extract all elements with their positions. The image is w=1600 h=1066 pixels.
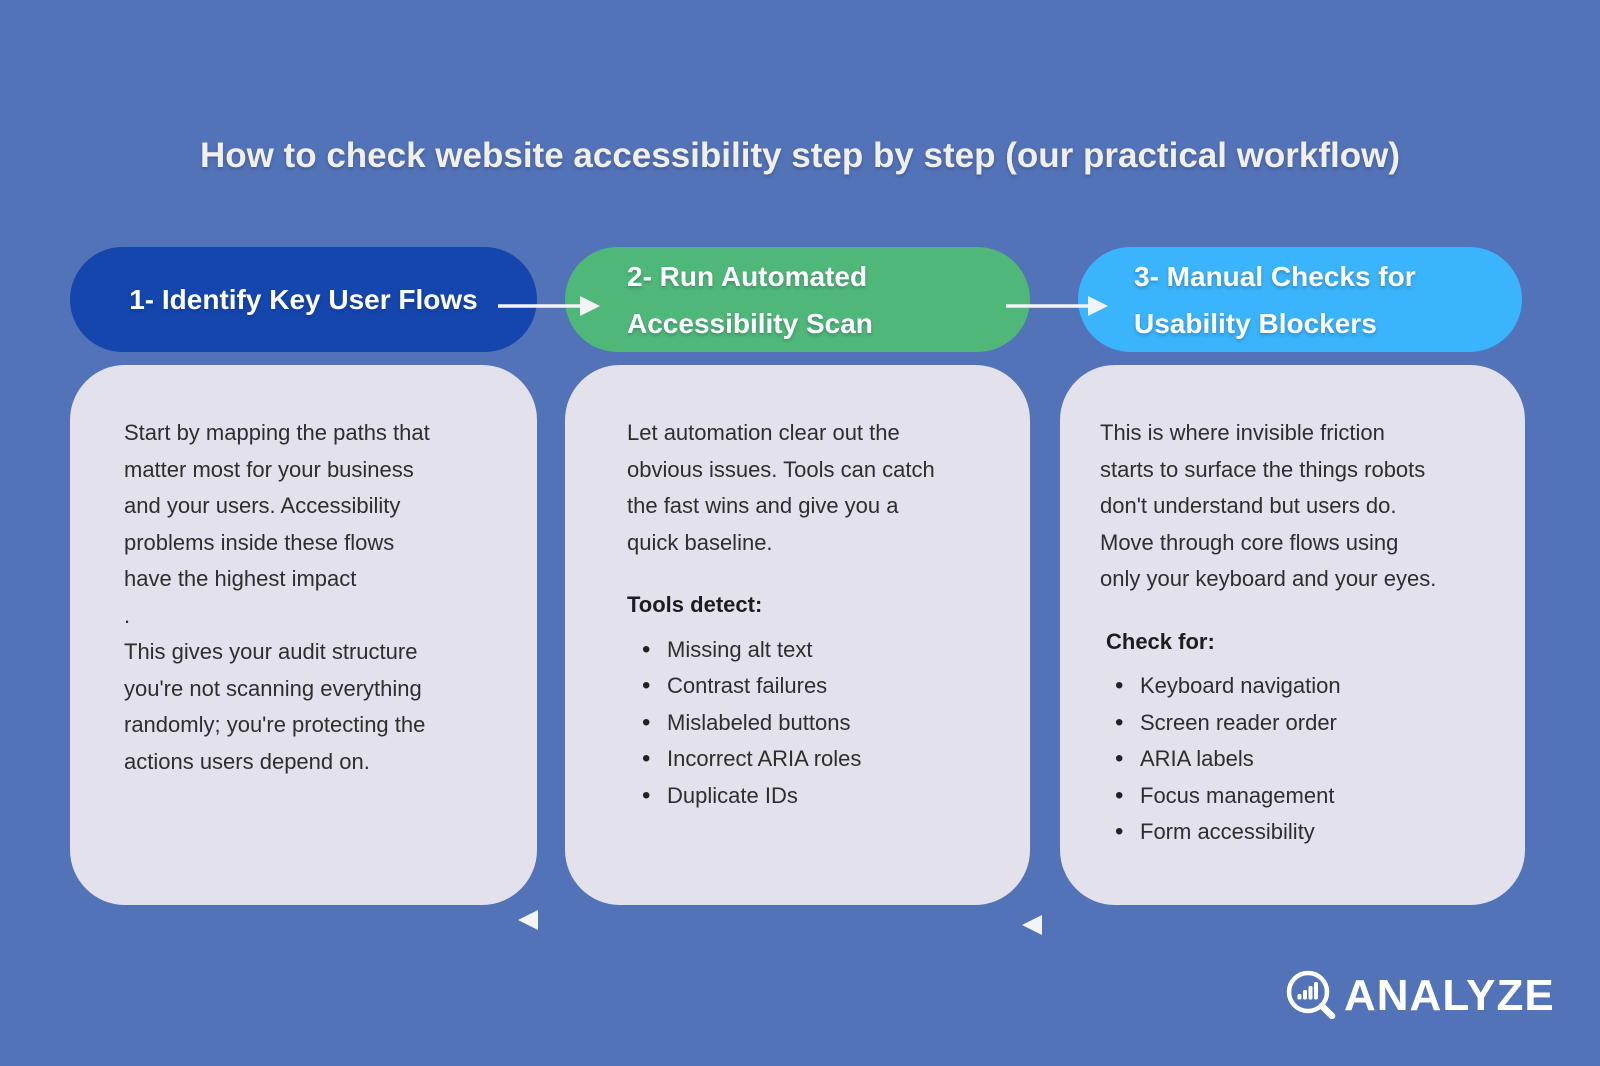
list-item: Duplicate IDs [627,778,994,815]
step2-list-heading: Tools detect: [627,592,763,617]
list-item: Form accessibility [1100,814,1497,851]
list-item: ARIA labels [1100,741,1497,778]
list-item: Mislabeled buttons [627,705,994,742]
step1-card: Start by mapping the paths that matter m… [70,365,537,905]
list-item: Focus management [1100,778,1497,815]
flow-arrow-left-2-icon [1022,915,1114,935]
step2-bullet-list: Missing alt text Contrast failures Misla… [627,632,994,815]
step3-intro: This is where invisible friction starts … [1100,420,1437,591]
step3-pill: 3- Manual Checks for Usability Blockers [1078,247,1522,352]
step2-intro: Let automation clear out the obvious iss… [627,420,935,555]
step1-pill: 1- Identify Key User Flows [70,247,537,352]
list-item: Incorrect ARIA roles [627,741,994,778]
step2-pill-label: 2- Run Automated Accessibility Scan [627,260,873,339]
logo-text: ANALYZE [1344,971,1555,1020]
step2-pill: 2- Run Automated Accessibility Scan [565,247,1030,352]
flow-arrow-left-1-icon [518,910,610,930]
list-item: Contrast failures [627,668,994,705]
flow-arrow-right-2-icon [1006,296,1108,316]
list-item: Screen reader order [1100,705,1497,742]
list-item: Keyboard navigation [1100,668,1497,705]
step1-pill-label: 1- Identify Key User Flows [129,284,478,315]
magnifier-bar-chart-icon [1286,970,1336,1020]
list-item: Missing alt text [627,632,994,669]
step3-list-heading: Check for: [1106,628,1215,654]
step3-pill-label: 3- Manual Checks for Usability Blockers [1134,260,1416,339]
step3-bullet-list: Keyboard navigation Screen reader order … [1100,668,1497,851]
step1-body: Start by mapping the paths that matter m… [124,420,430,774]
step3-card: This is where invisible friction starts … [1060,365,1525,905]
page-title: How to check website accessibility step … [199,136,1401,175]
flow-arrow-right-1-icon [498,296,600,316]
step2-card: Let automation clear out the obvious iss… [565,365,1030,905]
analyze-logo: ANALYZE [1284,968,1555,1024]
